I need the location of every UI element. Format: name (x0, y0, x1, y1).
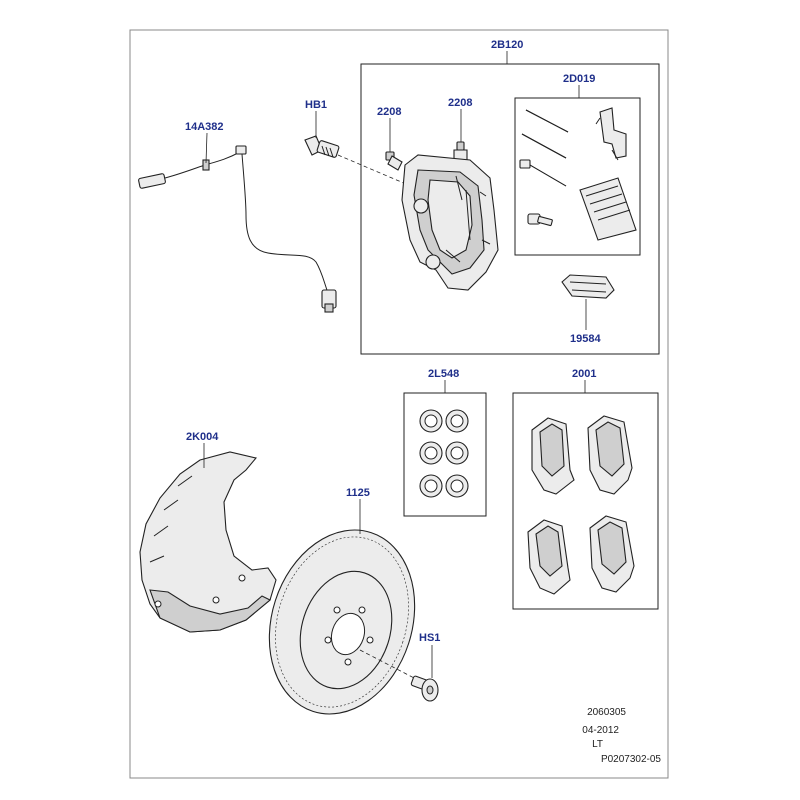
callout-19584: 19584 (570, 333, 601, 345)
seal-ring-1[interactable] (419, 409, 443, 433)
footer-part-number: P0207302-05 (601, 754, 661, 765)
disc-retaining-screw-hs1[interactable] (410, 675, 439, 702)
disc-screw-axis-line (359, 649, 419, 681)
callout-hs1: HS1 (419, 632, 440, 644)
callout-2d019: 2D019 (563, 73, 595, 85)
guide-pin-1[interactable] (525, 109, 569, 133)
pad-kit-box (512, 392, 659, 610)
footer-reference: 2060305 (587, 707, 626, 718)
seal-ring-5[interactable] (419, 474, 443, 498)
callout-14a382: 14A382 (185, 121, 224, 133)
seal-ring-3[interactable] (419, 441, 443, 465)
hardware-kit-box (514, 97, 641, 256)
diagram-frame (129, 29, 669, 779)
callout-hb1: HB1 (305, 99, 327, 111)
seal-ring-6[interactable] (445, 474, 469, 498)
guide-pin-2[interactable] (521, 133, 567, 159)
retaining-clip[interactable] (595, 107, 627, 161)
callout-2b120: 2B120 (491, 39, 523, 51)
callout-1125: 1125 (346, 487, 370, 499)
pad-shim-19584[interactable] (561, 274, 615, 299)
bolt-axis-line (337, 154, 421, 191)
small-screw[interactable] (527, 213, 553, 227)
callout-2208-right: 2208 (448, 97, 472, 109)
callout-2l548: 2L548 (428, 368, 459, 380)
leader-14a382 (205, 132, 208, 164)
caliper-kit-box (360, 63, 660, 355)
brake-pad-2[interactable] (587, 415, 633, 495)
seal-kit-box (403, 392, 487, 517)
brake-pad-1[interactable] (531, 417, 575, 495)
brake-caliper[interactable] (401, 154, 499, 291)
bolt-hb1[interactable] (304, 135, 340, 158)
brake-disc[interactable] (246, 511, 437, 733)
seal-ring-2[interactable] (445, 409, 469, 433)
callout-2k004: 2K004 (186, 431, 219, 443)
callout-2208-left: 2208 (377, 106, 401, 118)
seal-ring-4[interactable] (445, 441, 469, 465)
splash-shield[interactable] (139, 451, 277, 633)
bleed-screw-2208-left[interactable] (385, 151, 403, 171)
callout-2001: 2001 (572, 368, 596, 380)
footer-model: LT (592, 739, 603, 750)
brake-pad-4[interactable] (589, 515, 635, 593)
footer-date: 04-2012 (582, 725, 619, 736)
bleed-screw-2208-right[interactable] (453, 141, 468, 161)
brake-pad-3[interactable] (527, 519, 571, 595)
wear-sensor-14a382[interactable] (138, 145, 337, 313)
guide-bolt[interactable] (519, 159, 567, 187)
instruction-leaflet[interactable] (579, 177, 637, 241)
